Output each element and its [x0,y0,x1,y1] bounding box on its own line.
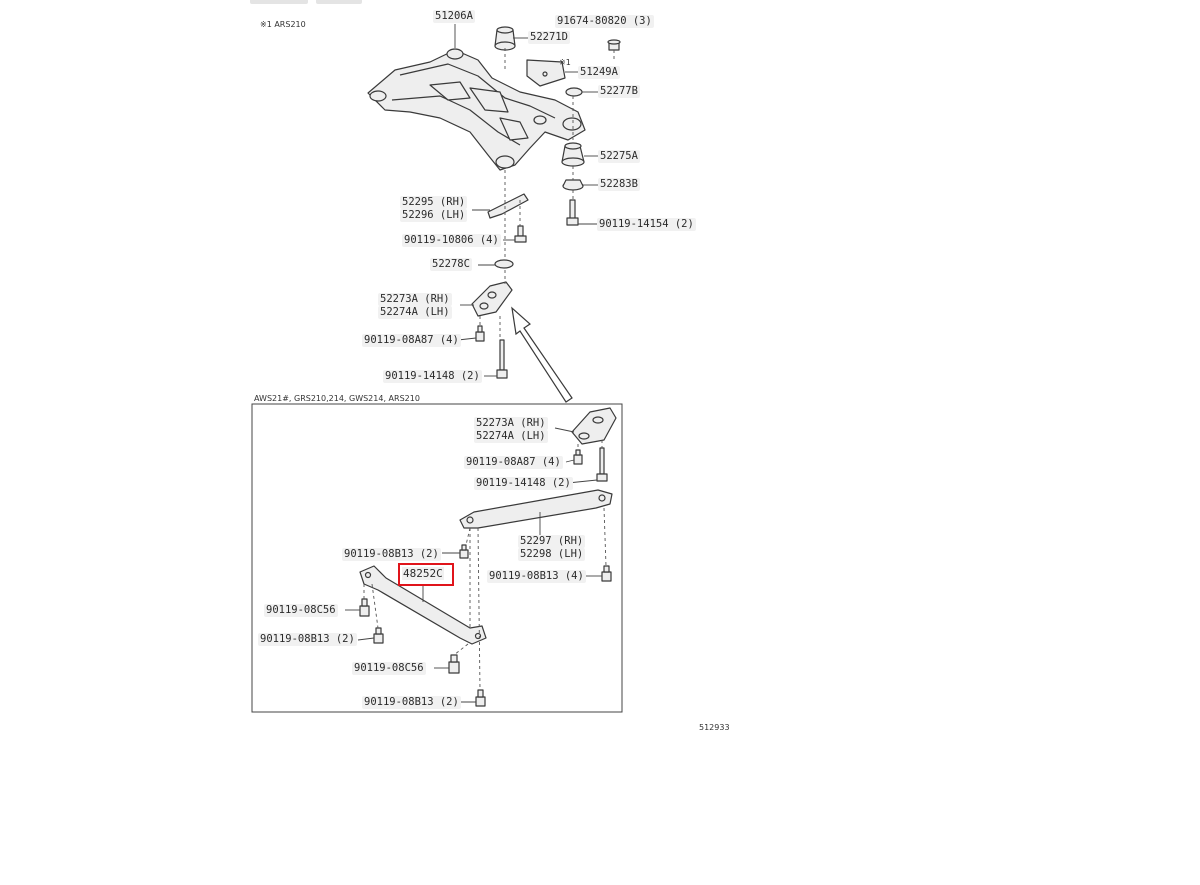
label-52296[interactable]: 52296 (LH) [400,209,468,222]
member-52273a-part-top [471,281,513,317]
bolt-90119-08c56-part-b [448,654,460,674]
label-52273a-box[interactable]: 52273A (RH) [474,417,548,430]
label-90119-14154[interactable]: 90119-14154 (2) [597,218,696,231]
brace-48252c-part [359,565,487,645]
label-48252c[interactable]: 48252C [402,567,444,580]
label-90119-08b13-c[interactable]: 90119-08B13 (2) [258,633,357,646]
bolt-90119-08a87-part-top [475,325,485,342]
label-52295[interactable]: 52295 (RH) [400,196,468,209]
label-90119-14148-top[interactable]: 90119-14148 (2) [383,370,482,383]
washer-52278c-part [494,259,514,269]
label-51249a[interactable]: 51249A [578,66,620,79]
label-90119-08a87-box[interactable]: 90119-08A87 (4) [464,456,563,469]
bolt-90119-14148-part-box [596,447,608,482]
bolt-91674-part [607,39,621,51]
plate-52297-part [459,489,613,529]
label-90119-14148-box[interactable]: 90119-14148 (2) [474,477,573,490]
mark-51249a: ※1 [559,58,571,67]
label-52275a[interactable]: 52275A [598,150,640,163]
label-90119-08a87-top[interactable]: 90119-08A87 (4) [362,334,461,347]
label-90119-08c56-a[interactable]: 90119-08C56 [264,604,338,617]
bolt-90119-08b13-part-b [601,565,612,582]
label-52298[interactable]: 52298 (LH) [518,548,586,561]
member-52273a-part-box [571,407,617,445]
label-90119-08b13-d[interactable]: 90119-08B13 (2) [362,696,461,709]
label-90119-08c56-b[interactable]: 90119-08C56 [352,662,426,675]
rear-subframe-part [367,48,586,171]
bracket-52295-part [487,193,529,219]
label-91674[interactable]: 91674-80820 (3) [555,15,654,28]
label-52273a-top[interactable]: 52273A (RH) [378,293,452,306]
label-52274a-box[interactable]: 52274A (LH) [474,430,548,443]
bolt-90119-14154-part [566,199,579,226]
bushing-52275a-part [561,142,585,167]
label-51206a[interactable]: 51206A [433,10,475,23]
bolt-90119-08a87-part-box [573,449,583,465]
bolt-90119-08c56-part-a [359,598,370,617]
box-title: AWS21#, GRS210,214, GWS214, ARS210 [254,394,420,403]
label-52283b[interactable]: 52283B [598,178,640,191]
label-52297[interactable]: 52297 (RH) [518,535,586,548]
label-52274a-top[interactable]: 52274A (LH) [378,306,452,319]
bushing-52271d-part [494,26,516,51]
bolt-90119-08b13-part-a [459,544,469,559]
label-90119-10806[interactable]: 90119-10806 (4) [402,234,501,247]
note-top-left: ※1 ARS210 [260,20,306,29]
highlight-48252c[interactable]: 48252C [398,563,454,586]
bolt-90119-08b13-part-c [373,627,384,644]
label-90119-08b13-b[interactable]: 90119-08B13 (4) [487,570,586,583]
reference-arrow [511,306,573,403]
bolt-90119-14148-part-top [496,339,508,379]
label-90119-08b13-a[interactable]: 90119-08B13 (2) [342,548,441,561]
dashed-guide-lines [363,48,615,691]
stopper-52283b-part [562,179,584,191]
bracket-51249a-part [526,59,566,87]
bolt-90119-08b13-part-d [475,689,486,707]
label-52277b[interactable]: 52277B [598,85,640,98]
bolt-90119-10806-part [514,225,527,243]
washer-52277b-part [565,87,583,97]
leader-lines [345,24,602,703]
label-52278c[interactable]: 52278C [430,258,472,271]
top-tab-left [250,0,308,4]
top-tab-right [316,0,362,4]
variant-box [251,403,623,713]
figure-id: 512933 [699,723,730,732]
label-52271d[interactable]: 52271D [528,31,570,44]
